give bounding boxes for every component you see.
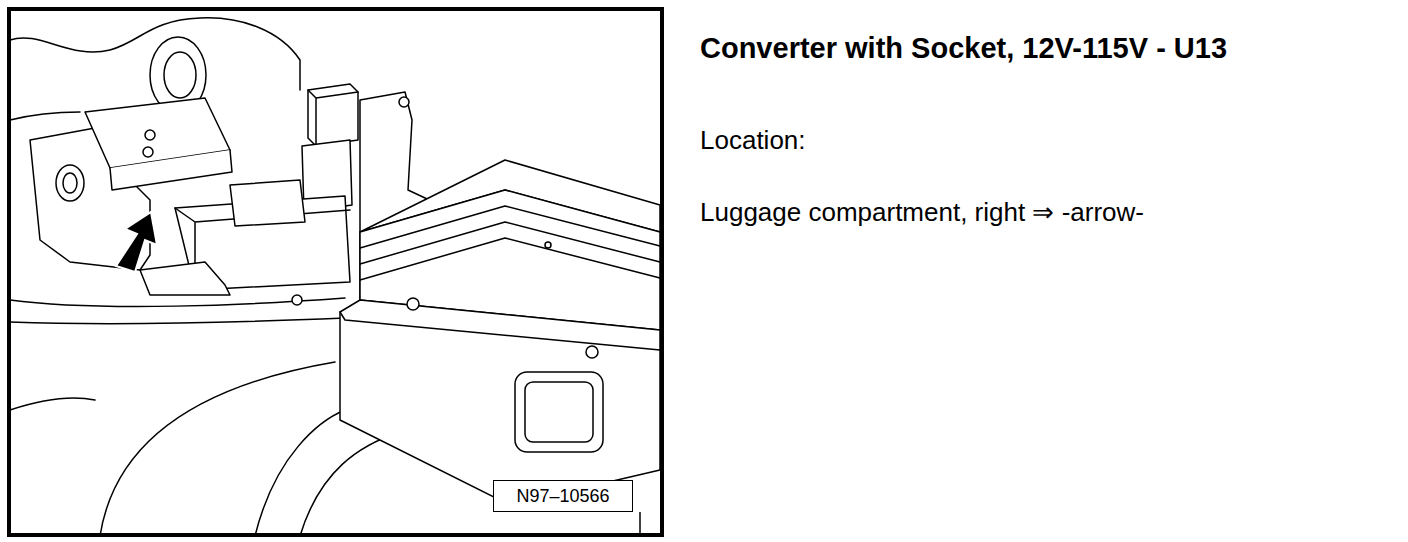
figure-number-box: N97–10566 <box>493 480 633 512</box>
frame-tick <box>639 512 641 533</box>
screw <box>399 97 409 107</box>
relay <box>308 90 358 146</box>
location-heading: Location: <box>700 125 806 156</box>
module-window <box>515 372 603 452</box>
connector-housing <box>230 180 305 226</box>
figure-number: N97–10566 <box>516 486 609 507</box>
floor-line <box>100 362 335 536</box>
relay <box>308 84 358 146</box>
floor-line <box>300 432 400 536</box>
floor-line <box>10 398 95 410</box>
body-panel <box>10 112 80 120</box>
nut <box>586 346 598 358</box>
round-cover <box>164 52 196 98</box>
module-window <box>525 382 593 442</box>
converter-housing <box>110 150 232 190</box>
bracket-hole <box>63 173 77 193</box>
location-text: Luggage compartment, right ⇒ -arrow- <box>700 197 1144 228</box>
nut <box>407 298 419 310</box>
figure-frame <box>9 9 662 535</box>
heading: Converter with Socket, 12V-115V - U13 <box>700 32 1227 65</box>
bracket-hole <box>56 165 84 201</box>
module-rib <box>360 238 660 280</box>
module-lower <box>340 300 660 505</box>
module-lower <box>340 312 660 350</box>
screw <box>143 147 153 157</box>
body-panel <box>10 318 345 324</box>
module-rib <box>360 206 660 248</box>
converter-base <box>140 262 230 295</box>
location-arrow <box>116 212 157 272</box>
module-rib <box>360 222 660 264</box>
floor-line <box>255 410 345 536</box>
screw <box>145 130 155 140</box>
screw <box>545 242 551 248</box>
nut <box>292 295 302 305</box>
